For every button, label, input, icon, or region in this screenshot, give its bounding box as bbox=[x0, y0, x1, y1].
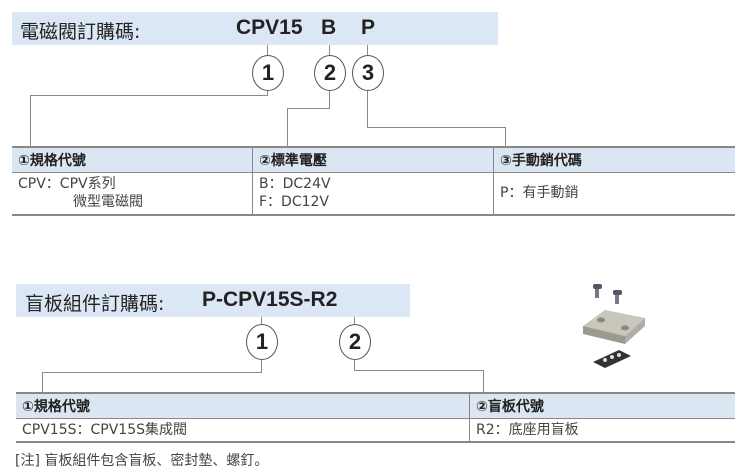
blank-plate-code-band bbox=[16, 284, 410, 317]
cell-spec: CPV：CPV系列微型電磁閥 bbox=[12, 172, 253, 216]
code-part-series: CPV15 bbox=[236, 16, 303, 39]
valve-order-table: ①規格代號 ②標準電壓 ③手動銷代碼 CPV：CPV系列微型電磁閥 B：DC24… bbox=[12, 146, 735, 216]
screw-icon bbox=[593, 284, 602, 298]
header-voltage: ②標準電壓 bbox=[252, 146, 494, 173]
code-part-voltage: B bbox=[321, 16, 337, 39]
marker-2: 2 bbox=[339, 324, 371, 360]
gasket-icon bbox=[593, 350, 631, 368]
note: [注] 盲板組件包含盲板、密封墊、螺釘。 bbox=[15, 453, 269, 469]
blank-plate-kit-image bbox=[583, 284, 645, 368]
plate-icon bbox=[583, 310, 645, 344]
valve-order-title: 電磁閥訂購碼: bbox=[20, 21, 141, 43]
marker-2: 2 bbox=[314, 55, 346, 91]
cell-blank-plate: R2：底座用盲板 bbox=[469, 418, 735, 443]
screw-icon bbox=[613, 290, 622, 304]
marker-1: 1 bbox=[252, 55, 284, 91]
header-manual-pin: ③手動銷代碼 bbox=[493, 146, 735, 173]
blank-plate-title: 盲板組件訂購碼: bbox=[25, 293, 165, 315]
cell-spec: CPV15S：CPV15S集成閥 bbox=[16, 418, 470, 443]
header-spec-code: ①規格代號 bbox=[12, 146, 253, 173]
header-spec-code: ①規格代號 bbox=[16, 392, 470, 419]
marker-1: 1 bbox=[246, 324, 278, 360]
marker-3: 3 bbox=[352, 55, 384, 91]
valve-order-code-band bbox=[12, 12, 498, 45]
blank-plate-table: ①規格代號 ②盲板代號 CPV15S：CPV15S集成閥 R2：底座用盲板 bbox=[16, 392, 735, 443]
cell-manual: P：有手動銷 bbox=[493, 172, 735, 216]
blank-plate-code: P-CPV15S-R2 bbox=[202, 288, 338, 311]
code-part-manual: P bbox=[361, 16, 376, 39]
header-blank-plate-code: ②盲板代號 bbox=[469, 392, 735, 419]
